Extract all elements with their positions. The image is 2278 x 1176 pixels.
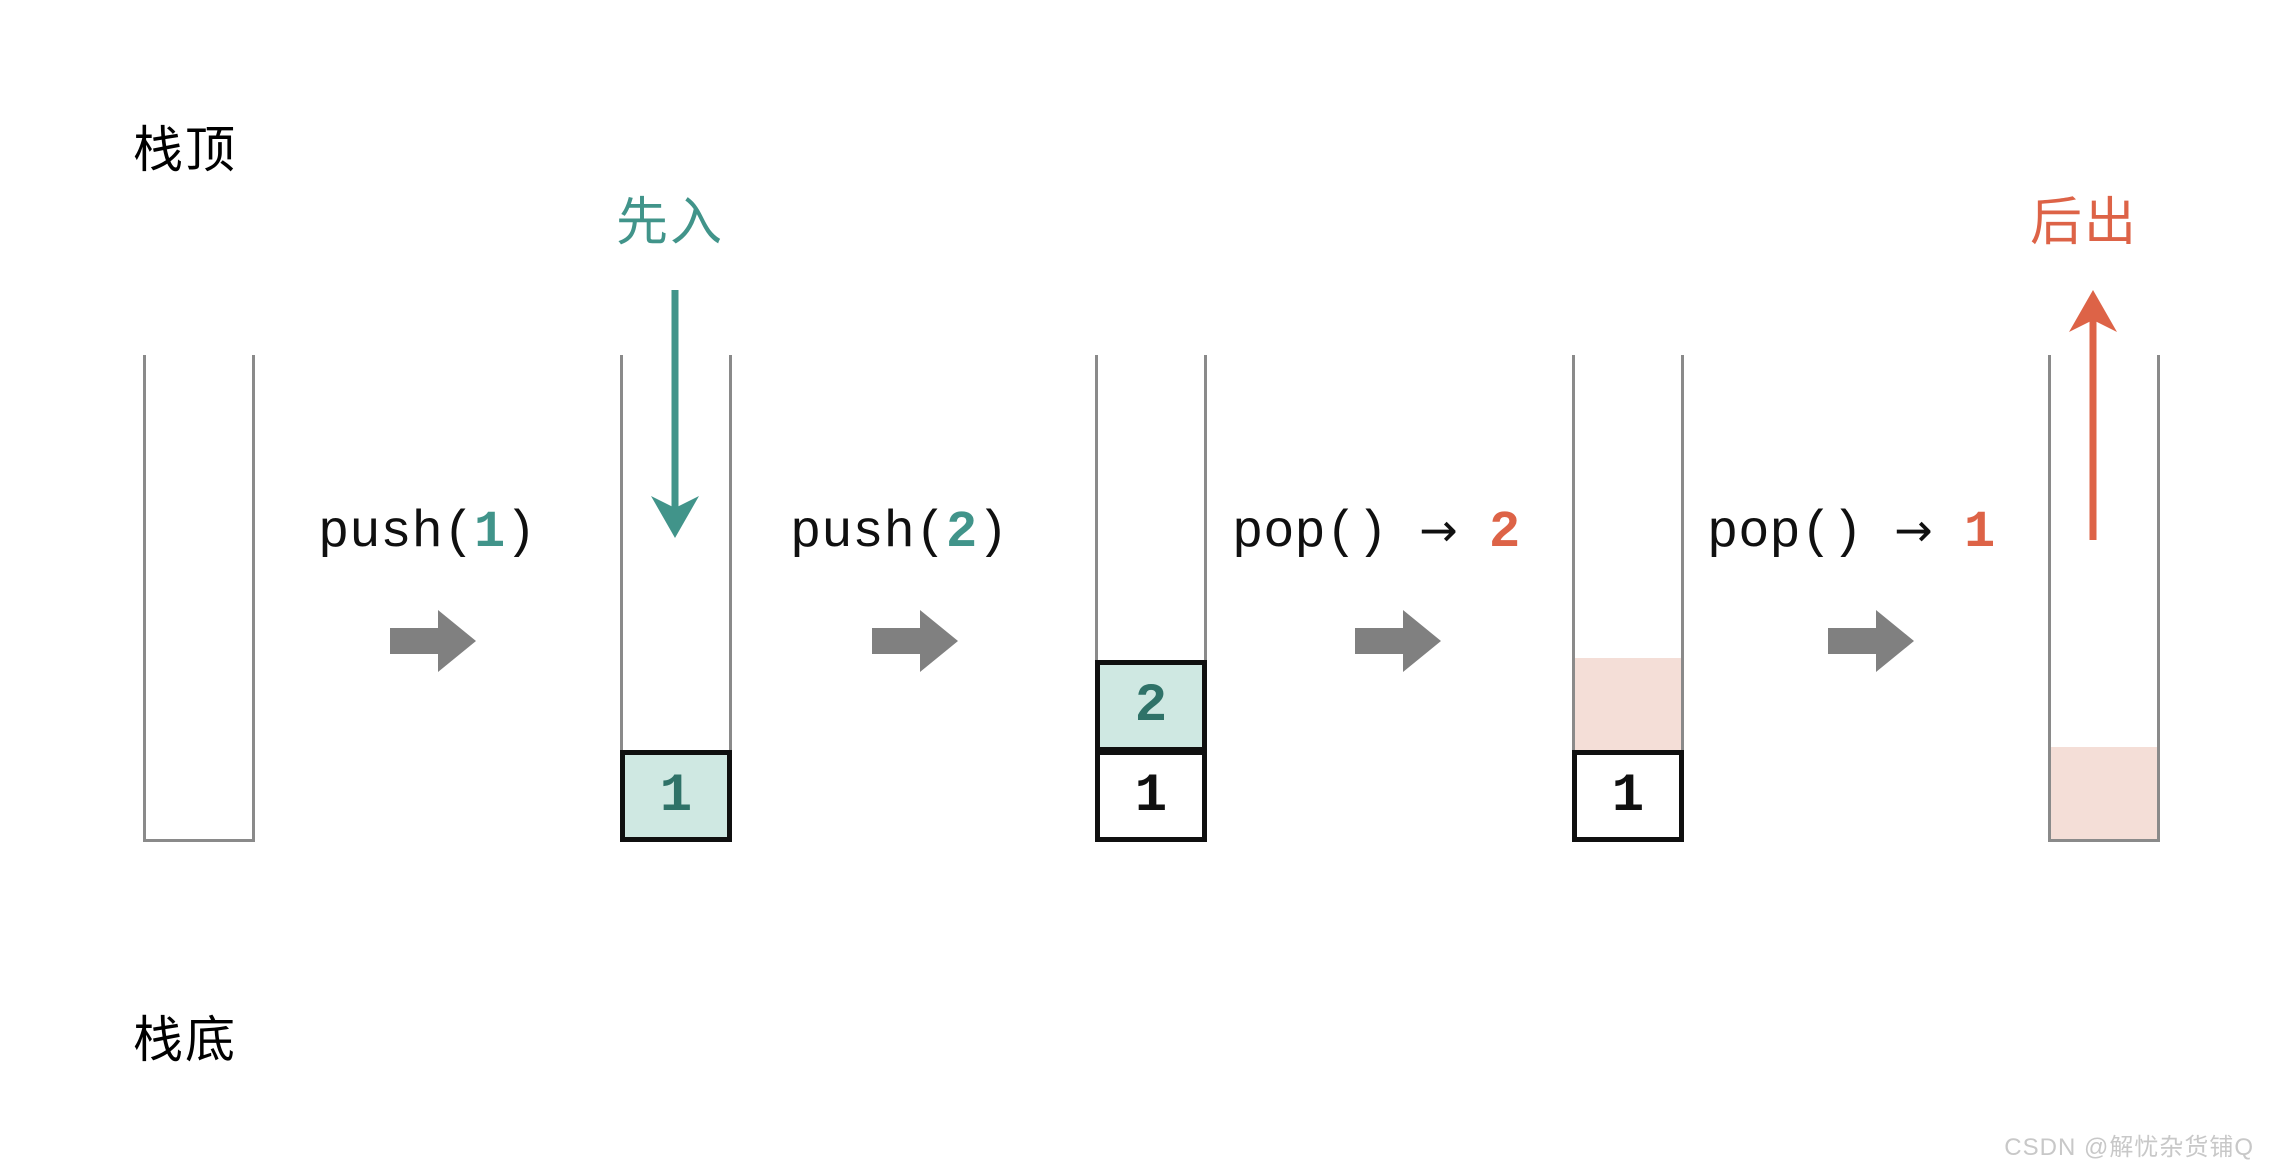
stack-cell: 1 <box>1572 750 1684 842</box>
first-in-label: 先入 <box>616 194 725 252</box>
operation-label-push-1: push(1) <box>318 503 536 562</box>
stack-cell: 1 <box>620 750 732 842</box>
first-in-arrow-icon <box>651 290 699 538</box>
stack-cells: 1 2 <box>1095 355 1207 842</box>
stack-top-label: 栈顶 <box>133 122 237 178</box>
flow-arrow-right-icon-1 <box>390 610 476 672</box>
operation-label-pop-1: pop() → 1 <box>1707 503 1995 562</box>
operation-label-pop-2: pop() → 2 <box>1232 503 1520 562</box>
stack-cell: 2 <box>1095 660 1207 752</box>
stack-cell: 1 <box>1095 750 1207 842</box>
op-suffix: ) <box>505 503 537 562</box>
op-prefix: pop() <box>1707 503 1864 562</box>
stack-after-push-2: 1 2 <box>1095 355 1207 842</box>
stack-bottom-label: 栈底 <box>133 1012 237 1068</box>
watermark-text: CSDN @解忧杂货铺Q <box>2004 1134 2254 1161</box>
op-result: 1 <box>1964 503 1996 562</box>
result-arrow-icon: → <box>1894 503 1933 557</box>
stack-cells: 1 <box>620 355 732 842</box>
last-out-arrow-icon <box>2069 290 2117 540</box>
result-arrow-icon: → <box>1419 503 1458 557</box>
stack-after-pop-1 <box>2048 355 2160 842</box>
op-value: 2 <box>946 503 978 562</box>
stack-empty-initial <box>143 355 255 842</box>
op-prefix: push( <box>790 503 947 562</box>
stack-cells <box>146 355 252 839</box>
stack-cells: 1 <box>1572 355 1684 842</box>
flow-arrow-right-icon-4 <box>1828 610 1914 672</box>
last-out-label: 后出 <box>2030 194 2139 252</box>
flow-arrow-right-icon-3 <box>1355 610 1441 672</box>
stack-after-pop-2: 1 <box>1572 355 1684 842</box>
op-prefix: pop() <box>1232 503 1389 562</box>
flow-arrow-right-icon-2 <box>872 610 958 672</box>
stack-cells <box>2051 355 2157 839</box>
op-value: 1 <box>474 503 506 562</box>
op-prefix: push( <box>318 503 475 562</box>
operation-label-push-2: push(2) <box>790 503 1008 562</box>
stack-after-push-1: 1 <box>620 355 732 842</box>
op-result: 2 <box>1489 503 1521 562</box>
popped-slot-highlight <box>1575 658 1681 750</box>
popped-slot-highlight <box>2051 747 2157 839</box>
op-suffix: ) <box>977 503 1009 562</box>
